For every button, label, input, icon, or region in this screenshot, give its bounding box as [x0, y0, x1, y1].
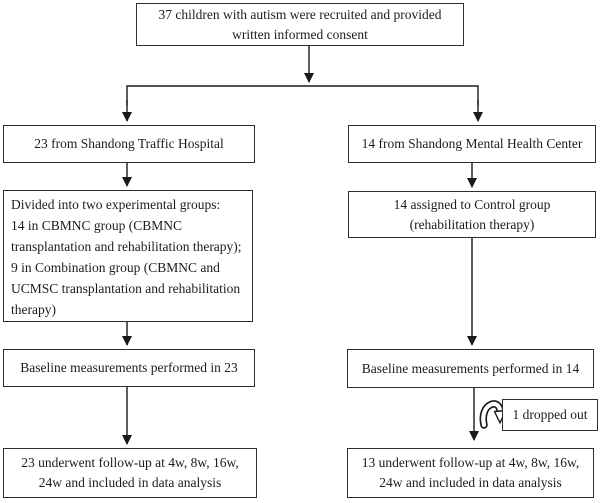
node-text-line: Baseline measurements performed in 14	[361, 360, 580, 376]
node-text-line: 23 from Shandong Traffic Hospital	[34, 136, 224, 151]
node-baseline-left: Baseline measurements performed in 23	[3, 349, 255, 387]
node-text-line: Divided into two experimental groups:	[11, 197, 221, 212]
node-traffic-hospital: 23 from Shandong Traffic Hospital	[3, 125, 255, 163]
node-followup-left: 23 underwent follow-up at 4w, 8w, 16w, 2…	[3, 448, 257, 498]
node-text-line: written informed consent	[232, 26, 368, 42]
node-recruited: 37 children with autism were recruited a…	[136, 3, 464, 46]
node-text-line: 23 underwent follow-up at 4w, 8w, 16w,	[21, 455, 239, 470]
node-text-line: 13 underwent follow-up at 4w, 8w, 16w,	[361, 455, 580, 470]
node-text-line: (rehabilitation therapy)	[409, 216, 535, 232]
node-text-line: 14 assigned to Control group	[393, 196, 551, 212]
branch-line	[126, 85, 479, 105]
node-text-line: 1 dropped out	[512, 407, 588, 422]
node-text-line: UCMSC transplantation and rehabilitation	[11, 281, 241, 296]
node-experimental-groups: Divided into two experimental groups: 14…	[3, 190, 253, 322]
node-text-line: therapy)	[11, 302, 56, 317]
node-text-line: 14 in CBMNC group (CBMNC	[11, 218, 183, 233]
node-text-line: 24w and included in data analysis	[38, 475, 222, 490]
node-mental-health-center: 14 from Shandong Mental Health Center	[348, 125, 596, 163]
node-followup-right: 13 underwent follow-up at 4w, 8w, 16w, 2…	[347, 448, 594, 498]
node-dropped-out: 1 dropped out	[502, 399, 598, 431]
node-text-line: transplantation and rehabilitation thera…	[11, 239, 242, 254]
node-text-line: 14 from Shandong Mental Health Center	[361, 136, 583, 151]
node-text-line: 37 children with autism were recruited a…	[158, 6, 442, 22]
node-text-line: 24w and included in data analysis	[379, 475, 562, 490]
node-text-line: Baseline measurements performed in 23	[20, 360, 238, 375]
node-baseline-right: Baseline measurements performed in 14	[347, 349, 594, 388]
node-control-group: 14 assigned to Control group (rehabilita…	[348, 191, 596, 238]
node-text-line: 9 in Combination group (CBMNC and	[11, 260, 220, 275]
